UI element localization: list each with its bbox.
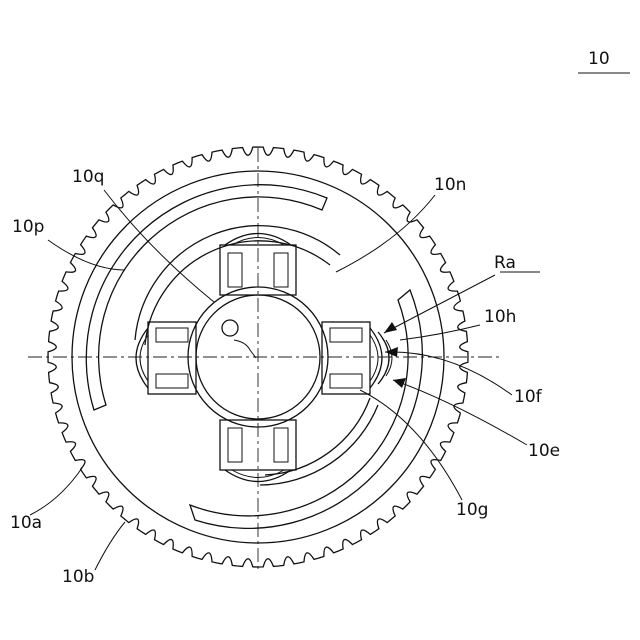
roller-top-left xyxy=(228,253,242,287)
hub-cap-left-inner xyxy=(140,335,148,381)
roller-bottom-left xyxy=(228,428,242,462)
label-10h: 10h xyxy=(484,307,516,327)
ra-arc xyxy=(378,332,389,384)
leader-10q xyxy=(104,190,214,302)
leader-10f xyxy=(385,352,512,395)
inner-arc-lower-2 xyxy=(265,398,370,475)
label-10f: 10f xyxy=(514,387,543,407)
leader-10b xyxy=(95,522,125,570)
roller-right-bottom xyxy=(330,374,362,388)
shaft-hole xyxy=(222,320,238,336)
roller-right-top xyxy=(330,328,362,342)
shaft-leader-mark xyxy=(234,340,256,358)
leader-10g xyxy=(360,390,462,500)
roller-top-right xyxy=(274,253,288,287)
roller-left-top xyxy=(156,328,188,342)
label-10p: 10p xyxy=(12,217,44,237)
label-10a: 10a xyxy=(10,513,42,533)
label-Ra: Ra xyxy=(494,253,516,273)
arc-slot-left xyxy=(86,185,327,410)
roller-bottom-right xyxy=(274,428,288,462)
leader-10a xyxy=(30,468,82,515)
leader-ra xyxy=(384,275,495,333)
arrow-10e xyxy=(393,378,406,388)
roller-left-bottom xyxy=(156,374,188,388)
label-10q: 10q xyxy=(72,167,104,187)
arrow-ra xyxy=(384,322,397,333)
hub-arm-right xyxy=(322,322,370,394)
figure-ref-number: 10 xyxy=(588,49,610,69)
hub-cap-right-inner xyxy=(370,335,378,381)
leader-10h xyxy=(400,325,480,340)
hub-arm-left xyxy=(148,322,196,394)
label-10n: 10n xyxy=(434,175,466,195)
label-10b: 10b xyxy=(62,567,94,587)
label-10e: 10e xyxy=(528,441,560,461)
label-10g: 10g xyxy=(456,500,488,520)
cross-hub xyxy=(136,234,382,482)
